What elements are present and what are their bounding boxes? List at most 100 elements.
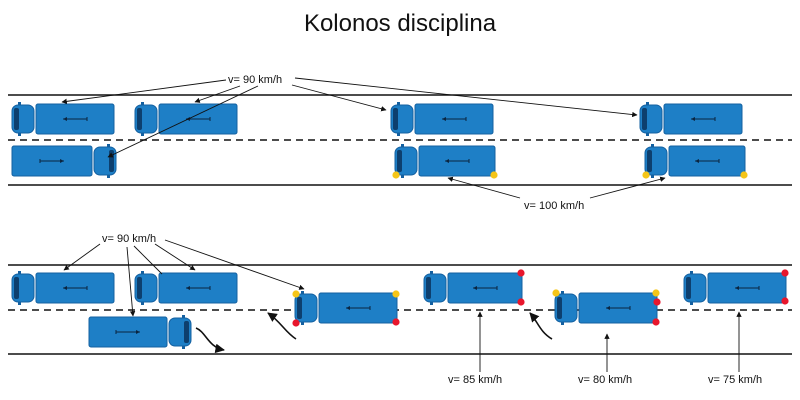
truck-top-6 <box>394 144 496 178</box>
truck-mirror <box>107 144 110 147</box>
truck-windshield <box>686 277 691 299</box>
arrow-top-90-to-truck-lower <box>107 85 259 158</box>
truck-mirror <box>182 346 185 349</box>
truck-direction-arrowhead <box>691 117 695 121</box>
truck-windshield <box>14 277 19 299</box>
light-top-6-rear <box>392 171 400 179</box>
truck-top-4 <box>639 102 743 136</box>
light-b5-tr <box>652 289 660 297</box>
light-b3-bl <box>292 319 300 327</box>
truck-mirror <box>141 102 144 105</box>
truck-mirror <box>690 302 693 305</box>
light-b6-br <box>781 297 789 305</box>
lane-change-arrow-2 <box>267 312 297 340</box>
truck-mirror <box>397 102 400 105</box>
truck-top-2 <box>134 102 238 136</box>
truck-mirror <box>646 102 649 105</box>
label-bottom-80: v= 80 km/h <box>578 374 632 386</box>
truck-direction-arrowhead <box>735 286 739 290</box>
truck-mirror <box>141 271 144 274</box>
truck-mirror <box>401 175 404 178</box>
truck-direction-arrowhead <box>695 159 699 163</box>
truck-direction-arrowhead <box>346 306 350 310</box>
truck-direction-arrowhead <box>606 306 610 310</box>
arrow-bottom-90-to-truck-2 <box>154 243 196 271</box>
truck-windshield <box>647 150 652 172</box>
light-b3-br <box>392 318 400 326</box>
truck-mirror <box>301 322 304 325</box>
arrow-top-90-to-truck-1 <box>61 79 227 105</box>
truck-bottom-4 <box>423 271 523 305</box>
light-top-6-front <box>490 171 498 179</box>
truck-mirror <box>182 315 185 318</box>
truck-mirror <box>690 271 693 274</box>
light-b4-tr <box>517 269 525 277</box>
truck-mirror <box>430 271 433 274</box>
truck-windshield <box>557 297 562 319</box>
truck-windshield <box>297 297 302 319</box>
truck-direction-arrowhead <box>63 117 67 121</box>
truck-mirror <box>651 175 654 178</box>
label-bottom-90: v= 90 km/h <box>102 233 156 245</box>
truck-mirror <box>107 175 110 178</box>
truck-direction-arrowhead <box>445 159 449 163</box>
truck-windshield <box>137 108 142 130</box>
truck-mirror <box>401 144 404 147</box>
truck-direction-arrowhead <box>60 159 64 163</box>
light-b5-br <box>652 318 660 326</box>
truck-mirror <box>141 302 144 305</box>
label-top-100: v= 100 km/h <box>524 200 584 212</box>
arrow-top-100-to-truck-a <box>447 176 521 199</box>
light-b5-tl <box>552 289 560 297</box>
arrow-top-100-to-truck-b <box>589 176 666 199</box>
light-b3-tl <box>292 290 300 298</box>
light-top-7-rear <box>642 171 650 179</box>
truck-mirror <box>18 133 21 136</box>
arrow-bottom-90-to-truck-overtaking <box>164 239 305 290</box>
truck-mirror <box>18 102 21 105</box>
arrow-top-90-to-truck-2 <box>194 85 241 103</box>
light-b6-tr <box>781 269 789 277</box>
truck-mirror <box>18 271 21 274</box>
truck-direction-arrowhead <box>186 286 190 290</box>
truck-bottom-5 <box>554 291 658 325</box>
truck-mirror <box>561 322 564 325</box>
arrow-top-90-to-truck-3 <box>291 84 387 112</box>
label-top-90: v= 90 km/h <box>228 74 282 86</box>
truck-top-5 <box>11 144 117 178</box>
truck-mirror <box>646 133 649 136</box>
light-top-7-front <box>740 171 748 179</box>
truck-windshield <box>14 108 19 130</box>
arrow-bottom-90-to-truck-lower <box>126 246 136 317</box>
truck-windshield <box>184 321 189 343</box>
truck-windshield <box>397 150 402 172</box>
truck-top-1 <box>11 102 115 136</box>
truck-mirror <box>141 133 144 136</box>
truck-mirror <box>18 302 21 305</box>
truck-windshield <box>426 277 431 299</box>
diagram-title: Kolonos disciplina <box>303 10 497 37</box>
arrow-bottom-90-to-truck-1 <box>63 243 101 271</box>
truck-direction-arrowhead <box>442 117 446 121</box>
truck-mirror <box>561 291 564 294</box>
truck-windshield <box>642 108 647 130</box>
label-bottom-75: v= 75 km/h <box>708 374 762 386</box>
lane-change-arrow-1 <box>195 327 225 354</box>
label-bottom-85: v= 85 km/h <box>448 374 502 386</box>
light-b3-tr <box>392 290 400 298</box>
truck-direction-arrowhead <box>473 286 477 290</box>
trucks-layer <box>11 102 787 349</box>
arrow-bottom-90-to-truck-center <box>133 245 163 275</box>
truck-windshield <box>137 277 142 299</box>
truck-windshield <box>109 150 114 172</box>
truck-mirror <box>397 133 400 136</box>
truck-direction-arrowhead <box>136 330 140 334</box>
truck-bottom-6 <box>683 271 787 305</box>
light-b5-mr <box>653 298 661 306</box>
truck-direction-arrowhead <box>63 286 67 290</box>
truck-top-3 <box>390 102 494 136</box>
truck-top-7 <box>644 144 746 178</box>
arrow-top-90-to-truck-4 <box>294 77 638 118</box>
truck-bottom-7 <box>88 315 192 349</box>
